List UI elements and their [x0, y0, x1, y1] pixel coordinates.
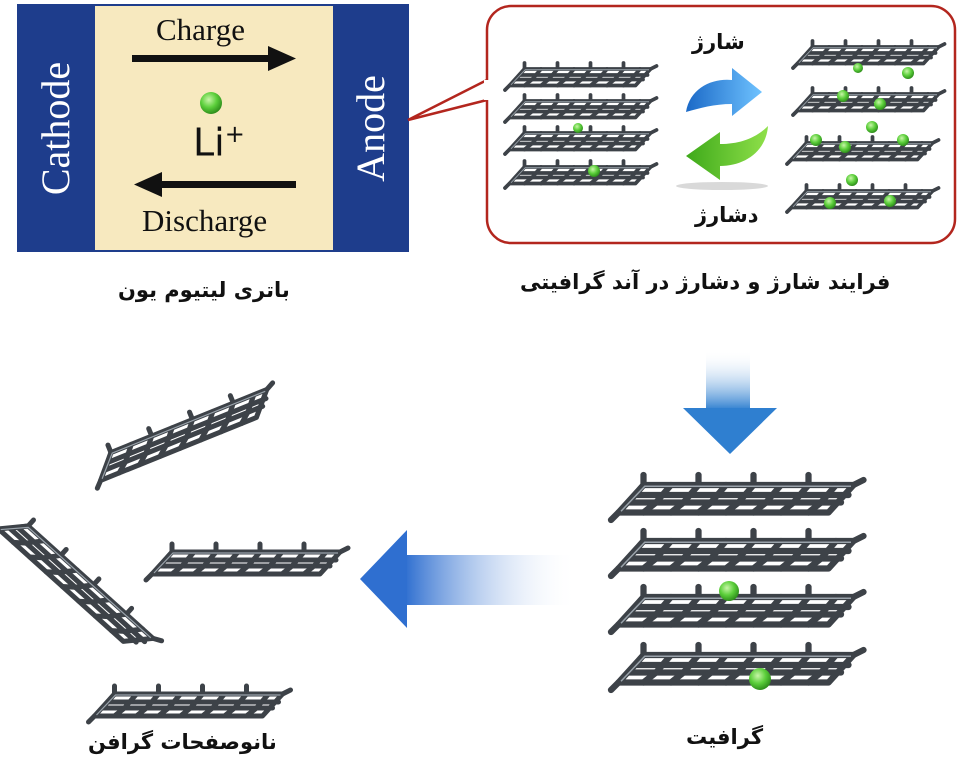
anode-label: Anode [331, 5, 409, 251]
process-discharge-label: دشارژ [695, 203, 759, 227]
cathode-electrode [18, 5, 95, 251]
cathode-text: Cathode [33, 61, 79, 195]
discharge-label: Discharge [142, 203, 268, 238]
cathode-label: Cathode [16, 5, 96, 251]
process-caption: فرایند شارژ و دشارژ در آند گرافیتی [520, 270, 891, 294]
down-arrow-icon [683, 350, 777, 454]
graphite-caption: گرافیت [686, 725, 764, 749]
nanosheets-caption: نانوصفحات گرافن [88, 730, 277, 754]
process-charge-label: شارژ [692, 30, 745, 54]
anode-stack-discharged [503, 61, 659, 190]
graphite-stack [611, 475, 864, 690]
lithium-ion-label: Li+ [193, 120, 245, 165]
left-arrow-icon [134, 172, 296, 197]
right-arrow-icon [132, 46, 296, 71]
lithium-ion-ball [200, 92, 222, 114]
cycle-arrows-icon [676, 68, 768, 190]
battery-schematic [17, 4, 409, 252]
graphene-nanosheets [0, 379, 348, 722]
ion-symbol: Li [193, 120, 225, 165]
anode-stack-charged [785, 39, 947, 214]
anode-electrode [333, 5, 408, 251]
horizontal-arrow-icon [360, 530, 577, 628]
battery-caption: باتری لیتیوم یون [118, 278, 290, 302]
charge-label: Charge [156, 12, 245, 47]
ion-charge: + [224, 120, 245, 148]
anode-text: Anode [347, 74, 393, 182]
